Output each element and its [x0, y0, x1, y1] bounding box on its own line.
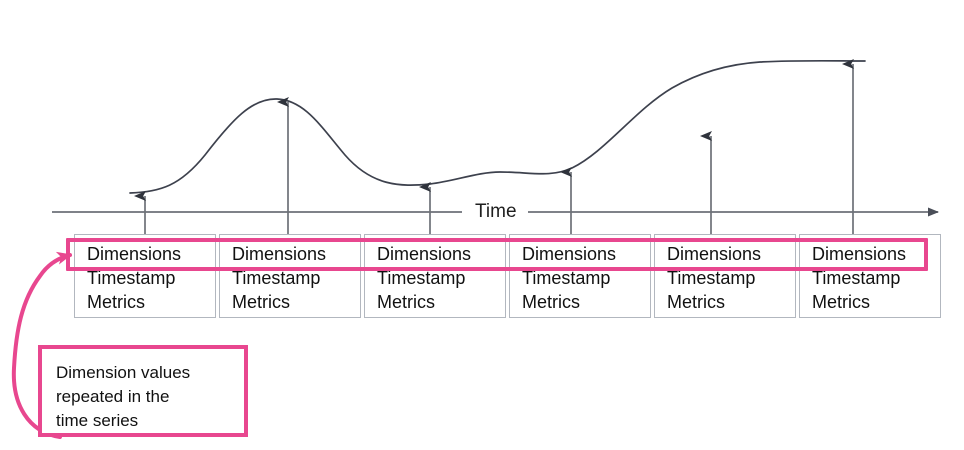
record-metrics: Metrics [87, 292, 145, 312]
record-metrics: Metrics [377, 292, 435, 312]
x-axis-label: Time [468, 202, 524, 222]
record-timestamp: Timestamp [812, 268, 901, 288]
record-box[interactable]: Dimensions Timestamp Metrics [799, 234, 941, 318]
annotation-line: Dimension values [56, 363, 191, 382]
record-dimensions: Dimensions [232, 244, 327, 264]
callout-arrow-icon [11, 251, 72, 439]
record-box[interactable]: Dimensions Timestamp Metrics [364, 234, 506, 318]
timeseries-curve [129, 59, 866, 194]
record-dimensions: Dimensions [812, 244, 907, 264]
record-timestamp: Timestamp [377, 268, 466, 288]
record-box[interactable]: Dimensions Timestamp Metrics [654, 234, 796, 318]
record-metrics: Metrics [522, 292, 580, 312]
record-metrics: Metrics [667, 292, 725, 312]
record-timestamp: Timestamp [232, 268, 321, 288]
record-box[interactable]: Dimensions Timestamp Metrics [509, 234, 651, 318]
record-box[interactable]: Dimensions Timestamp Metrics [74, 234, 216, 318]
annotation-callout: Dimension values repeated in the time se… [38, 345, 248, 437]
record-metrics: Metrics [232, 292, 290, 312]
record-metrics: Metrics [812, 292, 870, 312]
record-dimensions: Dimensions [667, 244, 762, 264]
record-dimensions: Dimensions [377, 244, 472, 264]
record-timestamp: Timestamp [87, 268, 176, 288]
record-box[interactable]: Dimensions Timestamp Metrics [219, 234, 361, 318]
record-timestamp: Timestamp [667, 268, 756, 288]
record-timestamp: Timestamp [522, 268, 611, 288]
annotation-line: repeated in the [56, 387, 170, 406]
record-dimensions: Dimensions [522, 244, 617, 264]
annotation-line: time series [56, 411, 139, 430]
record-dimensions: Dimensions [87, 244, 182, 264]
